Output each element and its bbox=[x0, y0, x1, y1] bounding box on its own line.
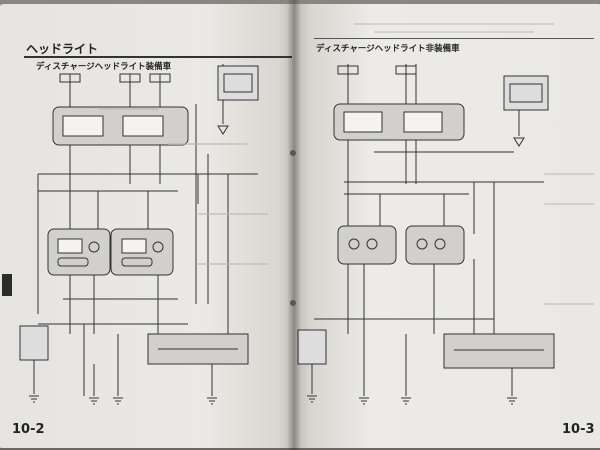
left-wiring-diagram bbox=[0, 4, 294, 448]
right-page-number: 10-3 bbox=[562, 422, 595, 437]
header-rule bbox=[314, 38, 594, 39]
right-wiring-diagram bbox=[294, 4, 600, 448]
section-rule bbox=[24, 56, 292, 58]
binding-hole bbox=[290, 150, 296, 156]
section-title: ヘッドライト bbox=[26, 42, 99, 56]
left-diagram-title: ディスチャージヘッドライト装備車 bbox=[36, 62, 172, 72]
chapter-tab bbox=[2, 274, 12, 296]
left-page-number: 10-2 bbox=[12, 422, 45, 437]
right-diagram-title: ディスチャージヘッドライト非装備車 bbox=[316, 44, 460, 54]
book-spine bbox=[287, 0, 301, 450]
right-page: ディスチャージヘッドライト非装備車 10-3 bbox=[294, 4, 600, 448]
binding-hole bbox=[290, 300, 296, 306]
left-page: ヘッドライト ディスチャージヘッドライト装備車 10-2 bbox=[0, 4, 294, 448]
